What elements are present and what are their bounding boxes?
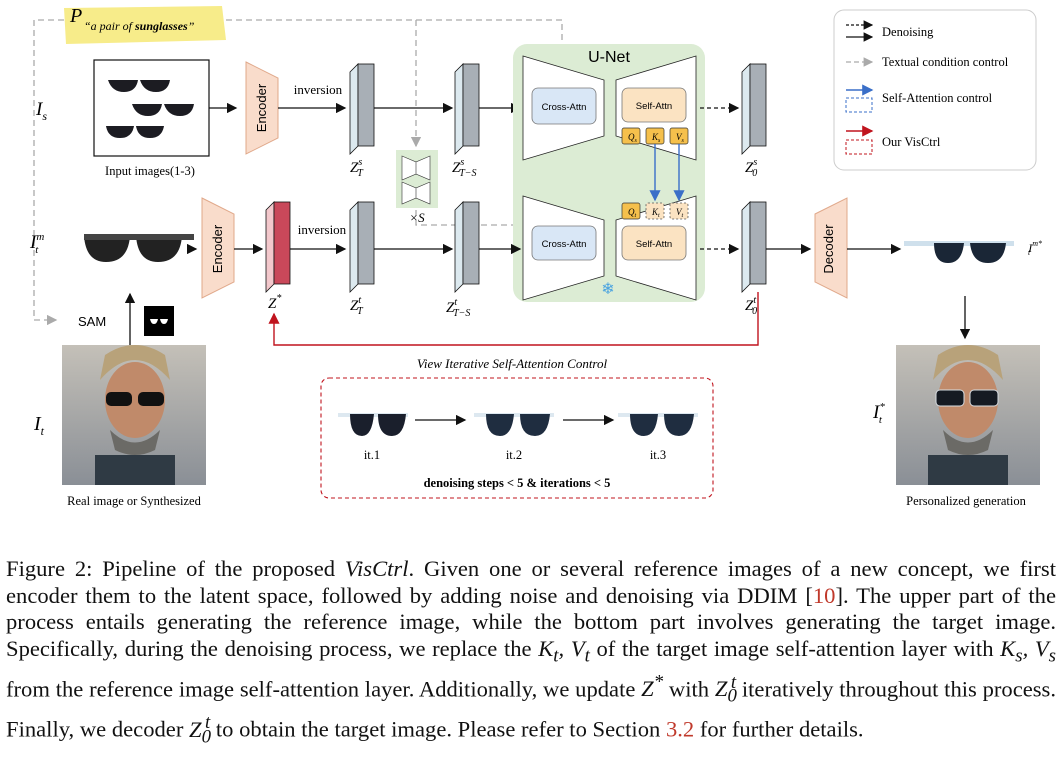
caption-text: with [663,676,715,702]
label-Zstar: Z* [268,293,281,312]
v-s: Vs [676,132,685,144]
masked-sunglasses [84,234,194,262]
latent-Z0-s [741,63,767,155]
figure-caption: Figure 2: Pipeline of the proposed VisCt… [6,556,1056,751]
view-iter-title: View Iterative Self-Attention Control [417,356,608,371]
caption-math-ks-vs: Ks, Vs [1000,635,1056,667]
caption-text: Figure 2: Pipeline of the proposed [6,556,345,581]
personalized-image [896,345,1040,485]
iter-note: denoising steps < 5 & iterations < 5 [424,476,611,490]
times-s-label: ×S [409,210,425,225]
sunglasses-thumbnail [106,80,194,138]
caption-math-z0t: Z0t [714,671,737,707]
snowflake-icon: ❄ [601,281,614,298]
unet-title: U-Net [588,49,630,66]
caption-math-z0t: Z0t [189,712,211,748]
legend-visctrl: Our VisCtrl [882,135,941,149]
self-attn-bottom: Self-Attn [636,239,672,250]
times-s-unet: ×S [396,150,438,225]
unet-panel: U-Net Cross-Attn Self-Attn Qs Ks Vs Cros… [513,44,705,302]
it1-label: it.1 [364,448,380,462]
latent-ZT-t [349,201,375,293]
iteration-box [320,377,714,499]
section-link[interactable]: 3.2 [665,716,695,742]
encoder-bottom: Encoder [201,197,235,299]
decoder-label: Decoder [821,224,836,274]
real-image [62,345,206,485]
latent-Zstar [265,201,291,293]
legend-textual: Textual condition control [882,55,1009,69]
caption-text: to obtain the target image. Please refer… [210,716,666,742]
it2-label: it.2 [506,448,522,462]
real-caption: Real image or Synthesized [67,494,201,508]
it3-label: it.3 [650,448,666,462]
sam-label: SAM [78,314,106,329]
input-images: Input images(1-3) [93,59,210,178]
legend: Denoising Textual condition control Self… [833,9,1037,171]
caption-text: . Given one or several reference images … [6,556,1056,608]
qkv-top: Qs Ks Vs [621,127,689,145]
self-attn-top: Self-Attn [636,101,672,112]
iteration-3-image [618,413,698,436]
qkv-bottom: Qt Kt Vt [621,202,689,220]
label-Itmstar: Im*t [1027,239,1042,257]
mask-thumbnail [144,306,174,336]
k-t: Kt [651,207,660,219]
latent-ZTS-t [454,201,480,293]
prompt-text: “a pair of sunglasses” [84,19,195,33]
caption-math-kt-vt: Kt, Vt [538,635,590,667]
caption-text: iteratively throughout this process. Fin… [6,676,1056,742]
iteration-2-image [474,413,554,436]
encoder-top: Encoder [245,61,279,155]
label-It: It [33,413,45,438]
caption-method-name: VisCtrl [344,556,409,581]
caption-text: for further details. [694,716,864,742]
cross-attn-top: Cross-Attn [542,102,587,113]
personalized-caption: Personalized generation [906,494,1026,508]
latent-ZT-s [349,63,375,155]
inversion-bottom: inversion [298,222,347,237]
latent-Z0-t [741,201,767,293]
visctrl-feedback-arrow [268,292,759,346]
k-s: Ks [651,132,661,144]
cross-attn-bottom: Cross-Attn [542,239,587,250]
v-t: Vt [676,207,684,219]
input-caption: Input images(1-3) [105,164,195,178]
latent-ZTS-s [454,63,480,155]
decoder: Decoder [814,197,848,299]
q-t: Qt [628,207,637,219]
mask-shape [150,319,168,324]
legend-denoising: Denoising [882,25,934,39]
caption-math-zstar: Z* [641,671,664,702]
encoder-bottom-label: Encoder [210,224,225,273]
output-sunglasses [904,241,1014,263]
prompt-var: P [69,5,82,27]
inversion-top: inversion [294,82,343,97]
encoder-top-label: Encoder [254,83,269,132]
label-Itstar: I*t [872,401,885,426]
legend-self-attn: Self-Attention control [882,91,993,105]
label-Is: Is [35,99,47,123]
caption-text: ]. The upper part of the process entails… [6,582,1056,661]
caption-text: of the target image self-attention layer… [589,635,1001,661]
pipeline-figure: P “a pair of sunglasses” Input images(1-… [29,5,1042,508]
q-s: Qs [628,132,638,144]
iteration-1-image [338,413,408,436]
caption-text: from the reference image self-attention … [6,676,642,702]
citation-link[interactable]: 10 [812,582,836,608]
prompt-note: P “a pair of sunglasses” [64,5,226,44]
